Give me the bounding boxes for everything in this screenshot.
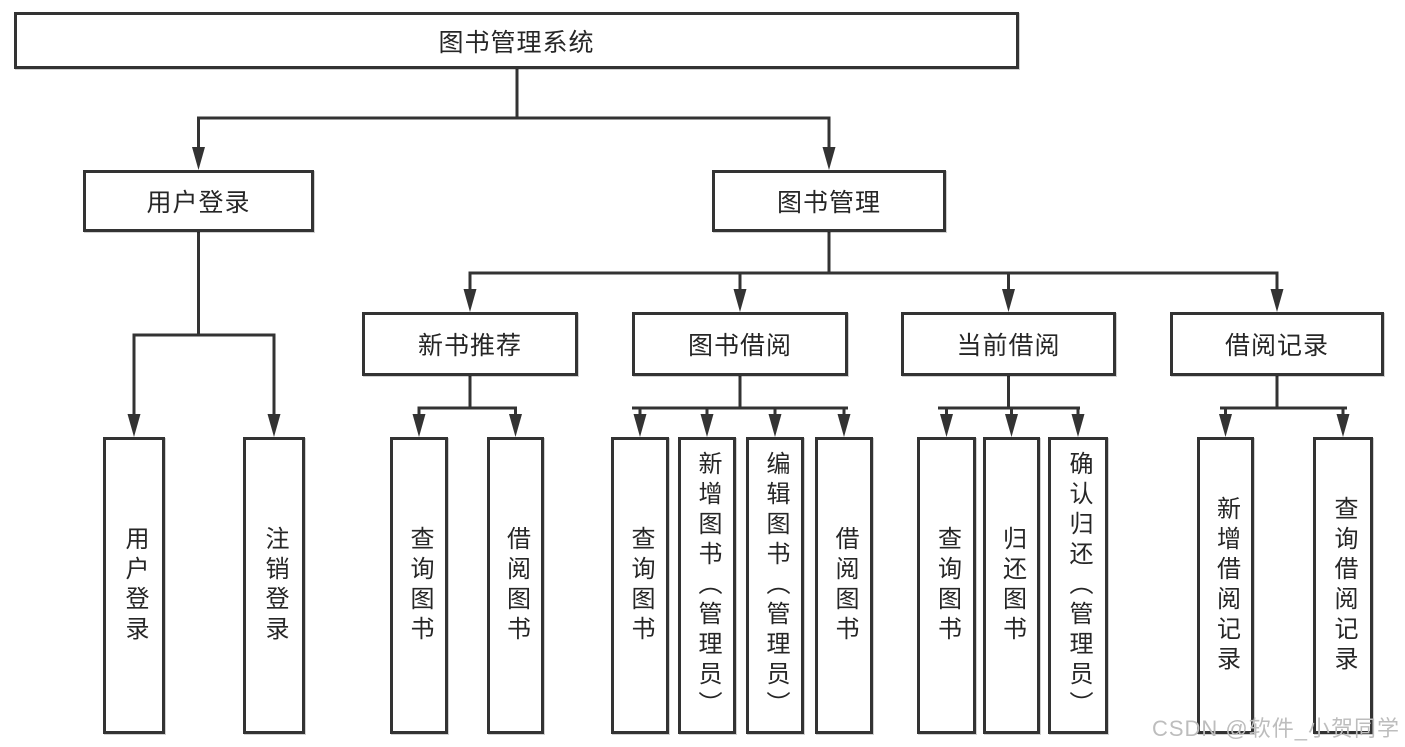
- node-book-borrowing: 图书借阅: [632, 312, 848, 376]
- leaf-add-borrow-record: 新增借阅记录: [1197, 437, 1254, 734]
- node-book-management: 图书管理: [712, 170, 946, 232]
- node-borrowing-records: 借阅记录: [1170, 312, 1384, 376]
- leaf-confirm-return-admin: 确认归还（管理员）: [1048, 437, 1108, 734]
- leaf-return-books: 归还图书: [983, 437, 1040, 734]
- leaf-borrow-books: 借阅图书: [815, 437, 873, 734]
- node-library-management-system: 图书管理系统: [14, 12, 1019, 69]
- leaf-query-books-recommend: 查询图书: [390, 437, 448, 734]
- leaf-query-books-borrow: 查询图书: [611, 437, 669, 734]
- node-current-borrowing: 当前借阅: [901, 312, 1116, 376]
- node-new-book-recommend: 新书推荐: [362, 312, 578, 376]
- leaf-query-borrow-record: 查询借阅记录: [1313, 437, 1373, 734]
- node-user-login: 用户登录: [83, 170, 314, 232]
- leaf-edit-books-admin: 编辑图书（管理员）: [746, 437, 804, 734]
- leaf-user-login: 用户登录: [103, 437, 165, 734]
- leaf-logout: 注销登录: [243, 437, 305, 734]
- leaf-add-books-admin: 新增图书（管理员）: [678, 437, 736, 734]
- leaf-query-books-current: 查询图书: [917, 437, 976, 734]
- leaf-borrow-books-recommend: 借阅图书: [487, 437, 544, 734]
- csdn-watermark: CSDN @软件_小贺同学: [1151, 716, 1400, 741]
